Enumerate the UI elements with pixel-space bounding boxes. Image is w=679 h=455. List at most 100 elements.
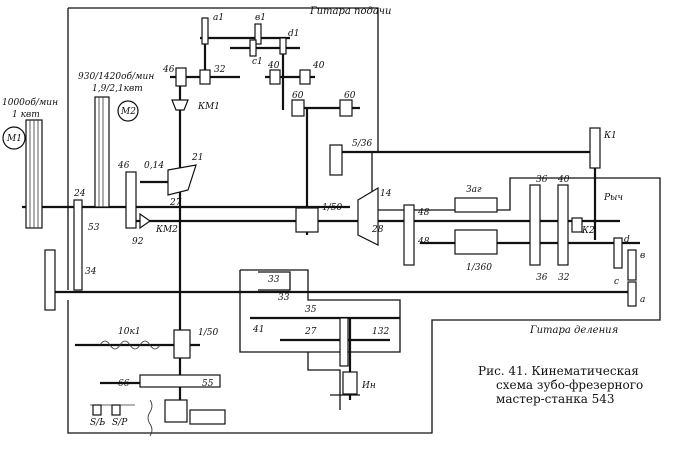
label-32-b: 32 — [558, 273, 570, 283]
label-48-b: 48 — [417, 237, 430, 247]
gear-34 — [44, 249, 56, 311]
clutch-km2 — [139, 212, 152, 230]
gear-40-right — [299, 69, 311, 85]
label-41: 41 — [252, 325, 264, 335]
label-14: 14 — [380, 189, 392, 199]
label-in: Ин — [361, 381, 376, 391]
gear-40-left — [269, 69, 281, 85]
guitar-feed-label: Гитара подачи — [309, 6, 391, 17]
label-1-360: 1/360 — [466, 263, 492, 273]
label-28: 28 — [371, 225, 384, 235]
label-d1: d1 — [288, 29, 300, 39]
label-60-right: 60 — [344, 91, 356, 101]
motor-m2-power: 1,9/2,1квт — [92, 84, 143, 94]
label-36-a: 36 — [536, 175, 548, 185]
gear-b1 — [254, 23, 262, 45]
gear-46-top — [175, 67, 187, 87]
label-km2: КМ2 — [155, 225, 178, 235]
caption-line2: схема зубо-фрезерного — [496, 378, 643, 392]
label-27: 27 — [169, 198, 182, 208]
worm-1-50-a — [295, 207, 319, 233]
label-zag: Заг — [466, 185, 482, 195]
label-53: 53 — [88, 223, 100, 233]
label-35: 35 — [305, 305, 317, 315]
label-132: 132 — [372, 327, 389, 337]
hob-in — [342, 371, 358, 395]
label-k1: К1 — [603, 131, 617, 141]
label-40-right: 40 — [312, 61, 325, 71]
label-33-a: 33 — [268, 275, 280, 285]
gear-48-a — [403, 204, 415, 266]
gear-d-right — [613, 237, 623, 269]
gear-bevel-21-27 — [167, 164, 197, 196]
label-5-36: 5/36 — [352, 139, 372, 149]
motor-m1: М1 — [2, 119, 43, 229]
label-10k1: 10к1 — [118, 327, 141, 337]
gear-36-a — [529, 184, 541, 266]
motor-m1-label: М1 — [6, 134, 22, 144]
label-40-left: 40 — [267, 61, 280, 71]
worm-1-50-b — [173, 329, 191, 359]
box-differential — [239, 269, 401, 353]
motor-m2: М2 — [94, 96, 139, 208]
bottom-mechanism — [90, 399, 226, 437]
gear-table-1-360 — [454, 229, 498, 255]
gear-a1 — [201, 17, 209, 45]
gear-46-mid — [125, 171, 137, 229]
motor-m2-label: М2 — [120, 107, 136, 117]
motor-m1-power: 1 квт — [12, 110, 40, 120]
gear-a-right — [627, 281, 637, 307]
label-b: в — [640, 251, 645, 261]
caption-line1: Рис. 41. Кинематическая — [478, 364, 639, 378]
box-inner-33 — [258, 271, 291, 291]
motor-m1-speed: 1000об/мин — [2, 97, 58, 108]
label-a1: а1 — [213, 13, 224, 23]
label-s2: S/P — [112, 418, 128, 428]
worm-5-36 — [329, 144, 343, 176]
box-bottom-route — [307, 352, 341, 410]
label-48-a: 48 — [417, 208, 430, 218]
label-33-b: 33 — [278, 293, 290, 303]
gear-k1 — [589, 127, 601, 169]
label-46-mid: 46 — [117, 161, 130, 171]
label-c1: с1 — [252, 57, 263, 67]
label-46-top: 46 — [162, 65, 175, 75]
gear-32-top — [199, 69, 211, 85]
clutch-km1 — [171, 99, 189, 111]
label-d: d — [624, 235, 630, 245]
gear-24 — [73, 199, 83, 291]
label-24: 24 — [73, 189, 86, 199]
label-s1: S/Ь — [90, 418, 105, 428]
guitar-division-label: Гитара деления — [529, 325, 618, 336]
gear-60-right — [339, 99, 353, 117]
label-1-50-a: 1/50 — [322, 203, 342, 213]
gear-14-28 — [357, 186, 379, 246]
label-40-c: 40 — [557, 175, 570, 185]
gear-60-left — [291, 99, 305, 117]
label-34: 34 — [85, 267, 97, 277]
label-21: 21 — [191, 153, 203, 163]
worm-coil — [99, 340, 161, 350]
label-55: 55 — [202, 379, 214, 389]
label-60-left: 60 — [292, 91, 304, 101]
gear-c1 — [249, 39, 257, 57]
gear-132 — [339, 317, 349, 367]
label-27-b: 27 — [304, 327, 317, 337]
motor-m2-speed: 930/1420об/мин — [78, 71, 154, 82]
label-014: 0,14 — [144, 161, 164, 171]
label-36-b: 36 — [536, 273, 548, 283]
workpiece-zag — [454, 197, 498, 213]
label-a: а — [640, 295, 645, 305]
label-rych: Рыч — [603, 193, 623, 203]
gear-66 — [139, 374, 221, 388]
label-k2: К2 — [581, 226, 595, 236]
label-66: 66 — [118, 379, 130, 389]
label-km1: КМ1 — [197, 102, 220, 112]
gear-40-c — [557, 184, 569, 266]
label-92: 92 — [132, 237, 144, 247]
label-32-top: 32 — [214, 65, 226, 75]
caption-line3: мастер-станка 543 — [496, 392, 615, 406]
clutch-k2 — [571, 217, 583, 233]
gear-b-right — [627, 249, 637, 281]
